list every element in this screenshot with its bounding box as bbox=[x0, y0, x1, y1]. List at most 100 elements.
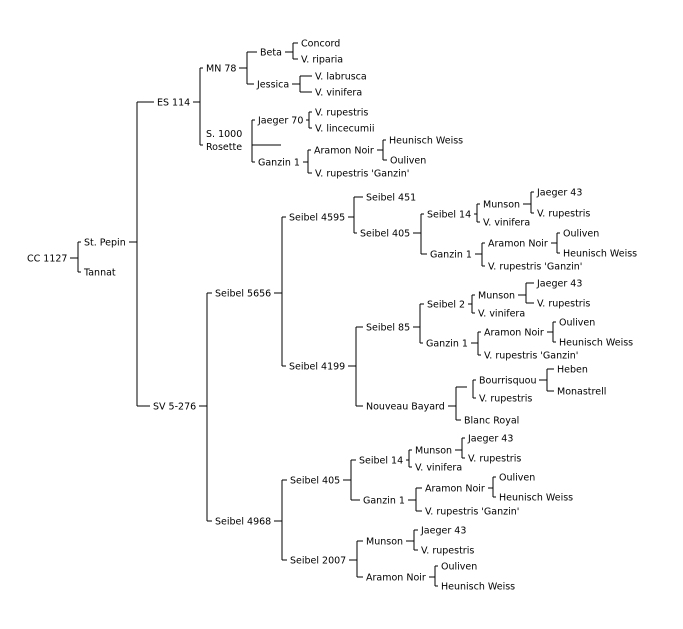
node-v-vinifera-28: V. vinifera bbox=[483, 218, 530, 229]
label-v-rupestris-ganzin: V. rupestris 'Ganzin' bbox=[484, 351, 578, 362]
node-jaeger-43-67: Jaeger 43 bbox=[420, 526, 466, 537]
label-blanc-royal: Blanc Royal bbox=[464, 416, 519, 427]
label-sv-5-276: SV 5-276 bbox=[153, 402, 196, 413]
label-aramon-noir: Aramon Noir bbox=[314, 146, 374, 157]
node-tannat-72: Tannat bbox=[83, 268, 116, 279]
label-seibel-2007: Seibel 2007 bbox=[290, 556, 346, 567]
node-seibel-405-54: Seibel 405 bbox=[290, 476, 340, 487]
label-v-vinifera: V. vinifera bbox=[483, 218, 530, 229]
label-jaeger-43: Jaeger 43 bbox=[536, 279, 582, 290]
label-v-rupestris-ganzin: V. rupestris 'Ganzin' bbox=[488, 262, 582, 273]
label-jaeger-70: Jaeger 70 bbox=[257, 116, 303, 127]
node-seibel-14-55: Seibel 14 bbox=[359, 456, 403, 467]
node-aramon-noir-30: Aramon Noir bbox=[488, 239, 548, 250]
node-jessica-7: Jessica bbox=[256, 80, 289, 91]
node-seibel-5656-20: Seibel 5656 bbox=[215, 289, 271, 300]
node-v-lincecumii-13: V. lincecumii bbox=[315, 124, 374, 135]
node-ouliven-62: Ouliven bbox=[499, 473, 535, 484]
node-jaeger-43-26: Jaeger 43 bbox=[536, 188, 582, 199]
label-seibel-5656: Seibel 5656 bbox=[215, 289, 271, 300]
node-v-rupestris-51: V. rupestris bbox=[479, 394, 532, 405]
label-v-vinifera: V. vinifera bbox=[478, 309, 525, 320]
label-munson: Munson bbox=[415, 446, 452, 457]
label-seibel-85: Seibel 85 bbox=[366, 323, 410, 334]
label-v-labrusca: V. labrusca bbox=[315, 72, 367, 83]
node-cc-1127-0: CC 1127 bbox=[27, 254, 67, 265]
node-munson-37: Munson bbox=[478, 291, 515, 302]
node-v-rupestris-68: V. rupestris bbox=[421, 546, 474, 557]
node-seibel-2-36: Seibel 2 bbox=[427, 300, 465, 311]
label-ouliven: Ouliven bbox=[499, 473, 535, 484]
label-ouliven: Ouliven bbox=[559, 318, 595, 329]
node-sv-5-276-19: SV 5-276 bbox=[153, 402, 196, 413]
node-aramon-noir-69: Aramon Noir bbox=[366, 573, 426, 584]
label-ouliven: Ouliven bbox=[441, 562, 477, 573]
node-heunisch-weiss-32: Heunisch Weiss bbox=[563, 249, 637, 260]
label-heben: Heben bbox=[557, 365, 588, 376]
node-concord-5: Concord bbox=[301, 39, 340, 50]
node-ouliven-43: Ouliven bbox=[559, 318, 595, 329]
node-monastrell-50: Monastrell bbox=[557, 387, 606, 398]
node-v-rupestris-ganzin-45: V. rupestris 'Ganzin' bbox=[484, 351, 578, 362]
label-seibel-4199: Seibel 4199 bbox=[289, 362, 345, 373]
node-st-pepin-1: St. Pepin bbox=[84, 238, 126, 249]
node-v-vinifera-59: V. vinifera bbox=[415, 463, 462, 474]
node-es-114-2: ES 114 bbox=[157, 98, 190, 109]
label-bourrisquou: Bourrisquou bbox=[479, 376, 536, 387]
node-heunisch-weiss-16: Heunisch Weiss bbox=[389, 136, 463, 147]
label-munson: Munson bbox=[478, 291, 515, 302]
label-seibel-4595: Seibel 4595 bbox=[289, 213, 345, 224]
label-concord: Concord bbox=[301, 39, 340, 50]
node-v-rupestris-12: V. rupestris bbox=[315, 108, 368, 119]
label-v-rupestris-ganzin: V. rupestris 'Ganzin' bbox=[425, 507, 519, 518]
node-v-rupestris-ganzin-33: V. rupestris 'Ganzin' bbox=[488, 262, 582, 273]
label-aramon-noir: Aramon Noir bbox=[488, 239, 548, 250]
node-jaeger-70-11: Jaeger 70 bbox=[257, 116, 303, 127]
node-ganzin-1-29: Ganzin 1 bbox=[430, 250, 472, 261]
node-seibel-4595-21: Seibel 4595 bbox=[289, 213, 345, 224]
label-v-riparia: V. riparia bbox=[301, 55, 343, 66]
label-heunisch-weiss: Heunisch Weiss bbox=[499, 493, 573, 504]
node-ouliven-17: Ouliven bbox=[390, 156, 426, 167]
label-seibel-451: Seibel 451 bbox=[366, 193, 416, 204]
label-v-rupestris: V. rupestris bbox=[421, 546, 474, 557]
node-seibel-405-23: Seibel 405 bbox=[360, 229, 410, 240]
label-v-rupestris: V. rupestris bbox=[537, 299, 590, 310]
label-monastrell: Monastrell bbox=[557, 387, 606, 398]
node-v-rupestris-39: V. rupestris bbox=[537, 299, 590, 310]
label-v-vinifera: V. vinifera bbox=[415, 463, 462, 474]
node-seibel-85-35: Seibel 85 bbox=[366, 323, 410, 334]
label-aramon-noir: Aramon Noir bbox=[425, 484, 485, 495]
node-v-rupestris-ganzin-64: V. rupestris 'Ganzin' bbox=[425, 507, 519, 518]
label-jaeger-43: Jaeger 43 bbox=[420, 526, 466, 537]
label-aramon-noir: Aramon Noir bbox=[366, 573, 426, 584]
node-ganzin-1-41: Ganzin 1 bbox=[426, 339, 468, 350]
node-ouliven-70: Ouliven bbox=[441, 562, 477, 573]
label-beta: Beta bbox=[260, 48, 282, 59]
node-nouveau-bayard-46: Nouveau Bayard bbox=[366, 402, 445, 413]
label-ganzin-1: Ganzin 1 bbox=[426, 339, 468, 350]
node-v-rupestris-27: V. rupestris bbox=[537, 209, 590, 220]
label-tannat: Tannat bbox=[83, 268, 116, 279]
label-heunisch-weiss: Heunisch Weiss bbox=[389, 136, 463, 147]
node-v-vinifera-40: V. vinifera bbox=[478, 309, 525, 320]
label-st-pepin: St. Pepin bbox=[84, 238, 126, 249]
node-heunisch-weiss-71: Heunisch Weiss bbox=[441, 582, 515, 593]
node-mn-78-3: MN 78 bbox=[206, 64, 236, 75]
label-seibel-2: Seibel 2 bbox=[427, 300, 465, 311]
label-v-rupestris: V. rupestris bbox=[468, 454, 521, 465]
label-seibel-405: Seibel 405 bbox=[360, 229, 410, 240]
node-ouliven-31: Ouliven bbox=[563, 229, 599, 240]
node-jaeger-43-57: Jaeger 43 bbox=[467, 434, 513, 445]
node-beta-4: Beta bbox=[260, 48, 282, 59]
node-ganzin-1-14: Ganzin 1 bbox=[258, 158, 300, 169]
node-aramon-noir-61: Aramon Noir bbox=[425, 484, 485, 495]
node-seibel-4199-34: Seibel 4199 bbox=[289, 362, 345, 373]
label-mn-78: MN 78 bbox=[206, 64, 236, 75]
node-munson-25: Munson bbox=[483, 200, 520, 211]
label-heunisch-weiss: Heunisch Weiss bbox=[563, 249, 637, 260]
label-jessica: Jessica bbox=[256, 80, 289, 91]
node-seibel-14-24: Seibel 14 bbox=[427, 210, 471, 221]
node-heben-49: Heben bbox=[557, 365, 588, 376]
label-v-rupestris-ganzin: V. rupestris 'Ganzin' bbox=[315, 169, 409, 180]
